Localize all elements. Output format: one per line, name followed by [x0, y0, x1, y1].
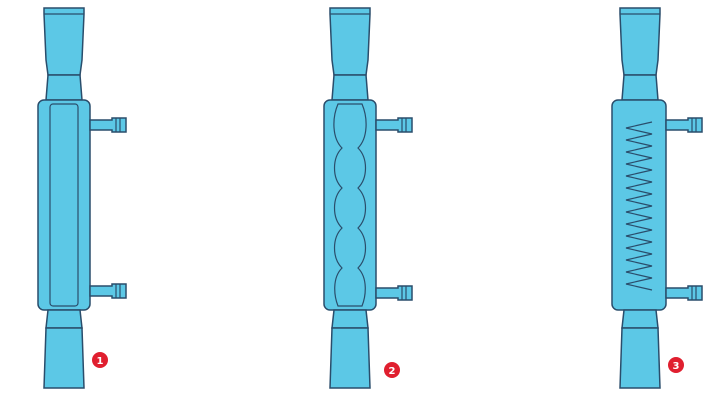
- bulb-inner-tube: [333, 103, 367, 307]
- number-badge-2: 2: [384, 362, 400, 378]
- jacket: [323, 99, 377, 311]
- bottom-stem: [45, 309, 83, 329]
- bulb-condenser: 2: [323, 7, 413, 389]
- coil-tube: [625, 121, 653, 291]
- neck: [331, 74, 369, 101]
- upper-side-arm: [375, 117, 413, 133]
- straight-condenser: 1: [37, 7, 127, 389]
- bottom-joint: [43, 327, 85, 389]
- lower-side-arm: [665, 285, 703, 301]
- top-joint: [619, 7, 661, 76]
- jacket: [37, 99, 91, 311]
- upper-side-arm: [89, 117, 127, 133]
- lower-side-arm: [375, 285, 413, 301]
- number-badge-3: 3: [668, 357, 684, 373]
- top-joint: [329, 7, 371, 76]
- neck: [621, 74, 659, 101]
- upper-side-arm: [665, 117, 703, 133]
- bottom-stem: [331, 309, 369, 329]
- badge-number: 2: [389, 366, 396, 377]
- number-badge-1: 1: [92, 352, 108, 368]
- bottom-joint: [619, 327, 661, 389]
- top-joint: [43, 7, 85, 76]
- inner-tube: [49, 103, 79, 307]
- lower-side-arm: [89, 283, 127, 299]
- badge-number: 1: [97, 356, 104, 367]
- badge-number: 3: [673, 361, 680, 372]
- neck: [45, 74, 83, 101]
- bottom-stem: [621, 309, 659, 329]
- coil-condenser: 3: [611, 7, 703, 389]
- bottom-joint: [329, 327, 371, 389]
